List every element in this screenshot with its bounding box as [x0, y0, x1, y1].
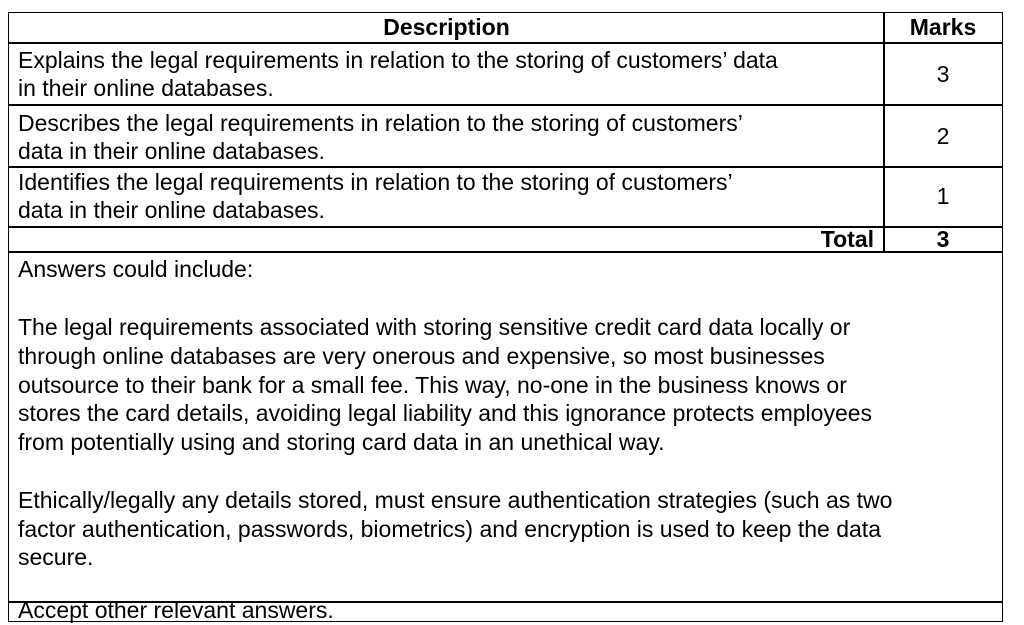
table-row	[8, 104, 885, 168]
answer-line: secure.	[18, 544, 94, 570]
row-description-line: data in their online databases.	[18, 197, 325, 223]
marks-cell	[883, 166, 1003, 228]
row-description-line: Identifies the legal requirements in rel…	[18, 169, 733, 195]
answer-line: outsource to their bank for a small fee.…	[18, 372, 847, 398]
total-marks-cell	[883, 226, 1003, 253]
total-label: Total	[820, 226, 874, 252]
row-marks: 2	[936, 123, 950, 149]
answers-intro: Answers could include:	[18, 256, 254, 282]
row-marks: 1	[936, 183, 950, 209]
answers-cell	[8, 251, 1003, 603]
answer-line: factor authentication, passwords, biomet…	[18, 516, 881, 542]
header-marks: Marks	[909, 14, 977, 40]
answer-line: from potentially using and storing card …	[18, 429, 665, 455]
row-description-line: Describes the legal requirements in rela…	[18, 110, 743, 136]
marks-cell	[883, 104, 1003, 168]
table-row	[8, 42, 885, 106]
answer-line: through online databases are very onerou…	[18, 343, 825, 369]
header-description-cell	[8, 12, 885, 44]
header-marks-cell	[883, 12, 1003, 44]
answer-line: stores the card details, avoiding legal …	[18, 400, 873, 426]
table-row	[8, 166, 885, 228]
answer-line: Ethically/legally any details stored, mu…	[18, 487, 893, 513]
footer-text: Accept other relevant answers.	[18, 597, 334, 623]
total-value: 3	[936, 226, 950, 252]
answer-line: The legal requirements associated with s…	[18, 314, 851, 340]
row-description-line: Explains the legal requirements in relat…	[18, 47, 778, 73]
marks-cell	[883, 42, 1003, 106]
header-description: Description	[383, 14, 510, 40]
footer-row	[8, 601, 1003, 622]
row-description-line: in their online databases.	[18, 75, 274, 101]
total-row	[8, 226, 885, 253]
row-description-line: data in their online databases.	[18, 138, 325, 164]
row-marks: 3	[936, 61, 950, 87]
